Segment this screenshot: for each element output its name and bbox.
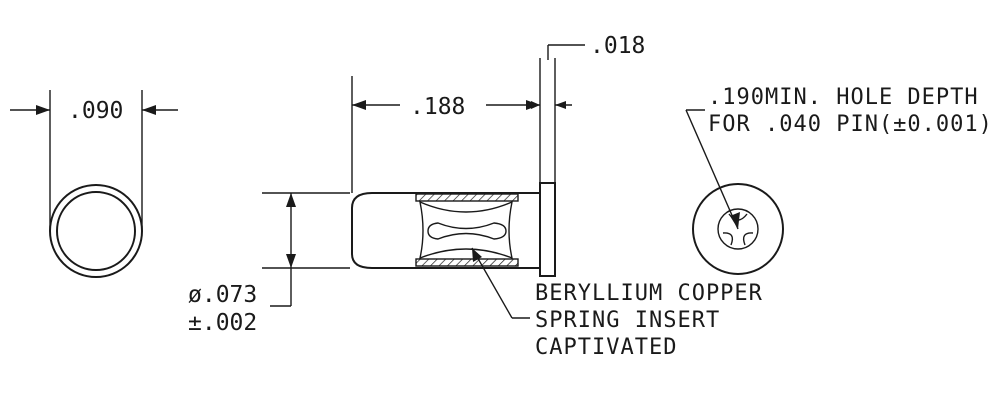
dim-bore-tolerance: ±.002 <box>188 310 257 336</box>
end-view: .090 <box>10 90 178 278</box>
front-inner-circle <box>717 208 759 250</box>
insert-leader <box>471 247 513 319</box>
arrowhead-right <box>142 105 156 115</box>
insert-hatch-top <box>415 193 519 202</box>
arrowhead-flange-right <box>555 101 566 109</box>
dim-flange-thickness: .018 <box>590 33 645 59</box>
side-view: .188 .018 ø.073 ±.002 BERYLLIUM COPPER S… <box>188 33 763 360</box>
front-outer-circle <box>692 183 784 275</box>
arrowhead-bore-bottom <box>286 254 296 268</box>
dim-bore-diameter: ø.073 <box>188 282 257 308</box>
spring-finger-right <box>742 232 754 246</box>
insert-note-line3: CAPTIVATED <box>535 335 677 360</box>
inner-circle <box>56 191 136 271</box>
spring-finger-left <box>722 232 734 246</box>
insert-note-line2: SPRING INSERT <box>535 308 720 333</box>
spring-insert-outer <box>419 200 513 260</box>
body-outline <box>351 192 540 269</box>
dim-outer-diameter: .090 <box>68 98 123 124</box>
arrowhead-flange-left <box>531 101 540 109</box>
hole-depth-note-line2: FOR .040 PIN(±0.001) <box>708 112 993 137</box>
insert-leader-arrowhead <box>472 248 482 262</box>
arrowhead-left <box>36 105 50 115</box>
flange <box>539 182 556 277</box>
front-view: .190MIN. HOLE DEPTH FOR .040 PIN(±0.001) <box>685 85 993 275</box>
spring-insert-slot <box>427 222 507 240</box>
insert-note-line1: BERYLLIUM COPPER <box>535 281 763 306</box>
arrowhead-length-left <box>352 100 366 110</box>
outer-circle <box>49 184 143 278</box>
insert-hatch-bottom <box>415 258 519 267</box>
hole-depth-leader <box>685 109 739 230</box>
dim-length: .188 <box>410 94 465 120</box>
arrowhead-bore-top <box>286 193 296 207</box>
hole-depth-note-line1: .190MIN. HOLE DEPTH <box>708 85 979 110</box>
hole-depth-leader-arrowhead <box>730 212 740 229</box>
